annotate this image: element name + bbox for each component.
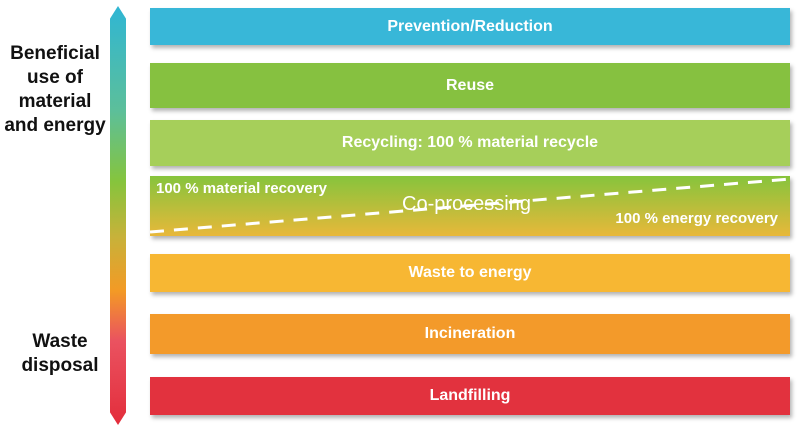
beneficial-use-label: Beneficial use of material and energy [4, 43, 106, 136]
level-landfilling: Landfilling [150, 377, 790, 415]
level-co-processing: 100 % material recovery Co-processing 10… [150, 176, 790, 236]
co-processing-label: Co-processing [402, 193, 531, 215]
level-reuse: Reuse [150, 63, 790, 108]
level-prevention: Prevention/Reduction [150, 8, 790, 45]
recovery-divider-line [150, 177, 790, 234]
level-waste-to-energy: Waste to energy [150, 254, 790, 292]
energy-recovery-note: 100 % energy recovery [615, 210, 778, 227]
level-incineration: Incineration [150, 314, 790, 354]
hierarchy-gradient-arrow [110, 6, 126, 425]
material-recovery-note: 100 % material recovery [156, 180, 327, 197]
level-recycling: Recycling: 100 % material recycle [150, 120, 790, 166]
waste-disposal-label: Waste disposal [21, 331, 99, 376]
